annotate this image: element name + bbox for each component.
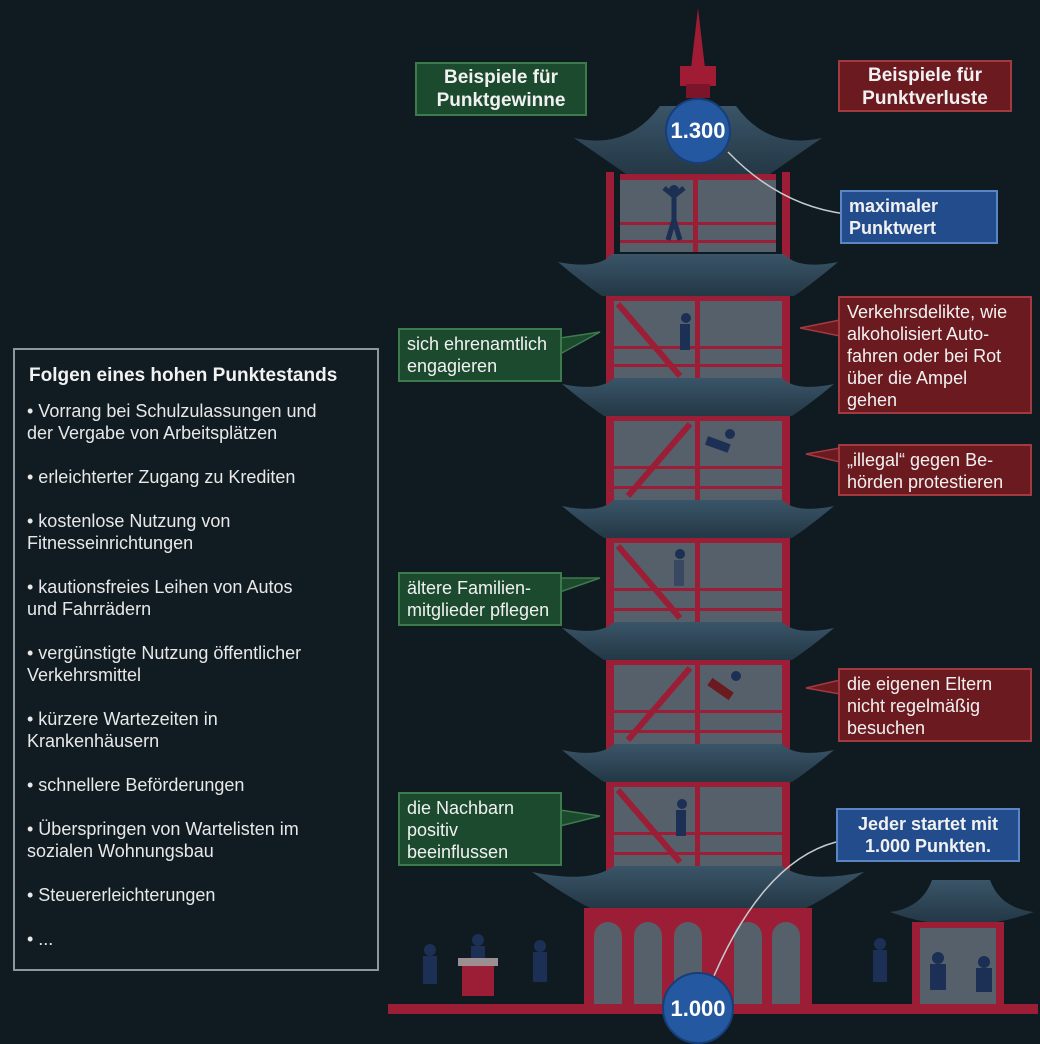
gain-example-neighbors: die Nachbarn positiv beeinflussen — [398, 792, 562, 866]
gain-example-caring-relatives: ältere Familien- mitglieder pflegen — [398, 572, 562, 626]
loss-example-traffic: Verkehrsdelikte, wie alkoholisiert Auto-… — [838, 296, 1032, 414]
consequence-item: • ... — [27, 929, 54, 949]
ground-figures — [423, 934, 887, 996]
consequences-title: Folgen eines hohen Punktestands — [29, 365, 338, 386]
max-score-label: maximaler Punktwert — [840, 190, 998, 244]
guardhouse — [890, 880, 1034, 1004]
gain-example-volunteering: sich ehrenamtlich engagieren — [398, 328, 562, 382]
consequence-item: • Vorrang bei Schulzulassungen und der V… — [27, 401, 317, 443]
consequence-item: • kostenlose Nutzung von Fitnesseinricht… — [27, 511, 231, 553]
header-losses: Beispiele für Punktverluste — [838, 60, 1012, 112]
consequence-item: • Steuererleichterungen — [27, 885, 216, 905]
consequence-item: • Überspringen von Wartelisten im sozial… — [27, 819, 299, 861]
consequence-item: • schnellere Beförderungen — [27, 775, 245, 795]
start-score-circle: 1.000 — [662, 972, 734, 1044]
pagoda-roofs — [532, 254, 864, 908]
header-gains: Beispiele für Punktgewinne — [415, 62, 587, 116]
consequences-list: • Vorrang bei Schulzulassungen und der V… — [27, 400, 365, 950]
consequence-item: • kürzere Wartezeiten in Krankenhäusern — [27, 709, 218, 751]
loss-example-parents: die eigenen Eltern nicht regelmäßig besu… — [838, 668, 1032, 742]
pagoda-room-top — [620, 174, 776, 252]
start-score-label: Jeder startet mit 1.000 Punkten. — [836, 808, 1020, 862]
connector-lines — [707, 151, 847, 991]
pagoda-spire — [680, 8, 716, 98]
consequence-item: • kautionsfreies Leihen von Autos und Fa… — [27, 577, 293, 619]
max-score-circle: 1.300 — [665, 98, 731, 164]
consequences-panel: Folgen eines hohen Punktestands • Vorran… — [13, 348, 379, 971]
loss-example-protest: „illegal“ gegen Be- hörden protestieren — [838, 444, 1032, 496]
consequence-item: • erleichterter Zugang zu Krediten — [27, 467, 296, 487]
callout-pointers — [559, 319, 841, 827]
consequence-item: • vergünstigte Nutzung öffentlicher Verk… — [27, 643, 302, 685]
pagoda-floor-rooms — [614, 296, 782, 866]
